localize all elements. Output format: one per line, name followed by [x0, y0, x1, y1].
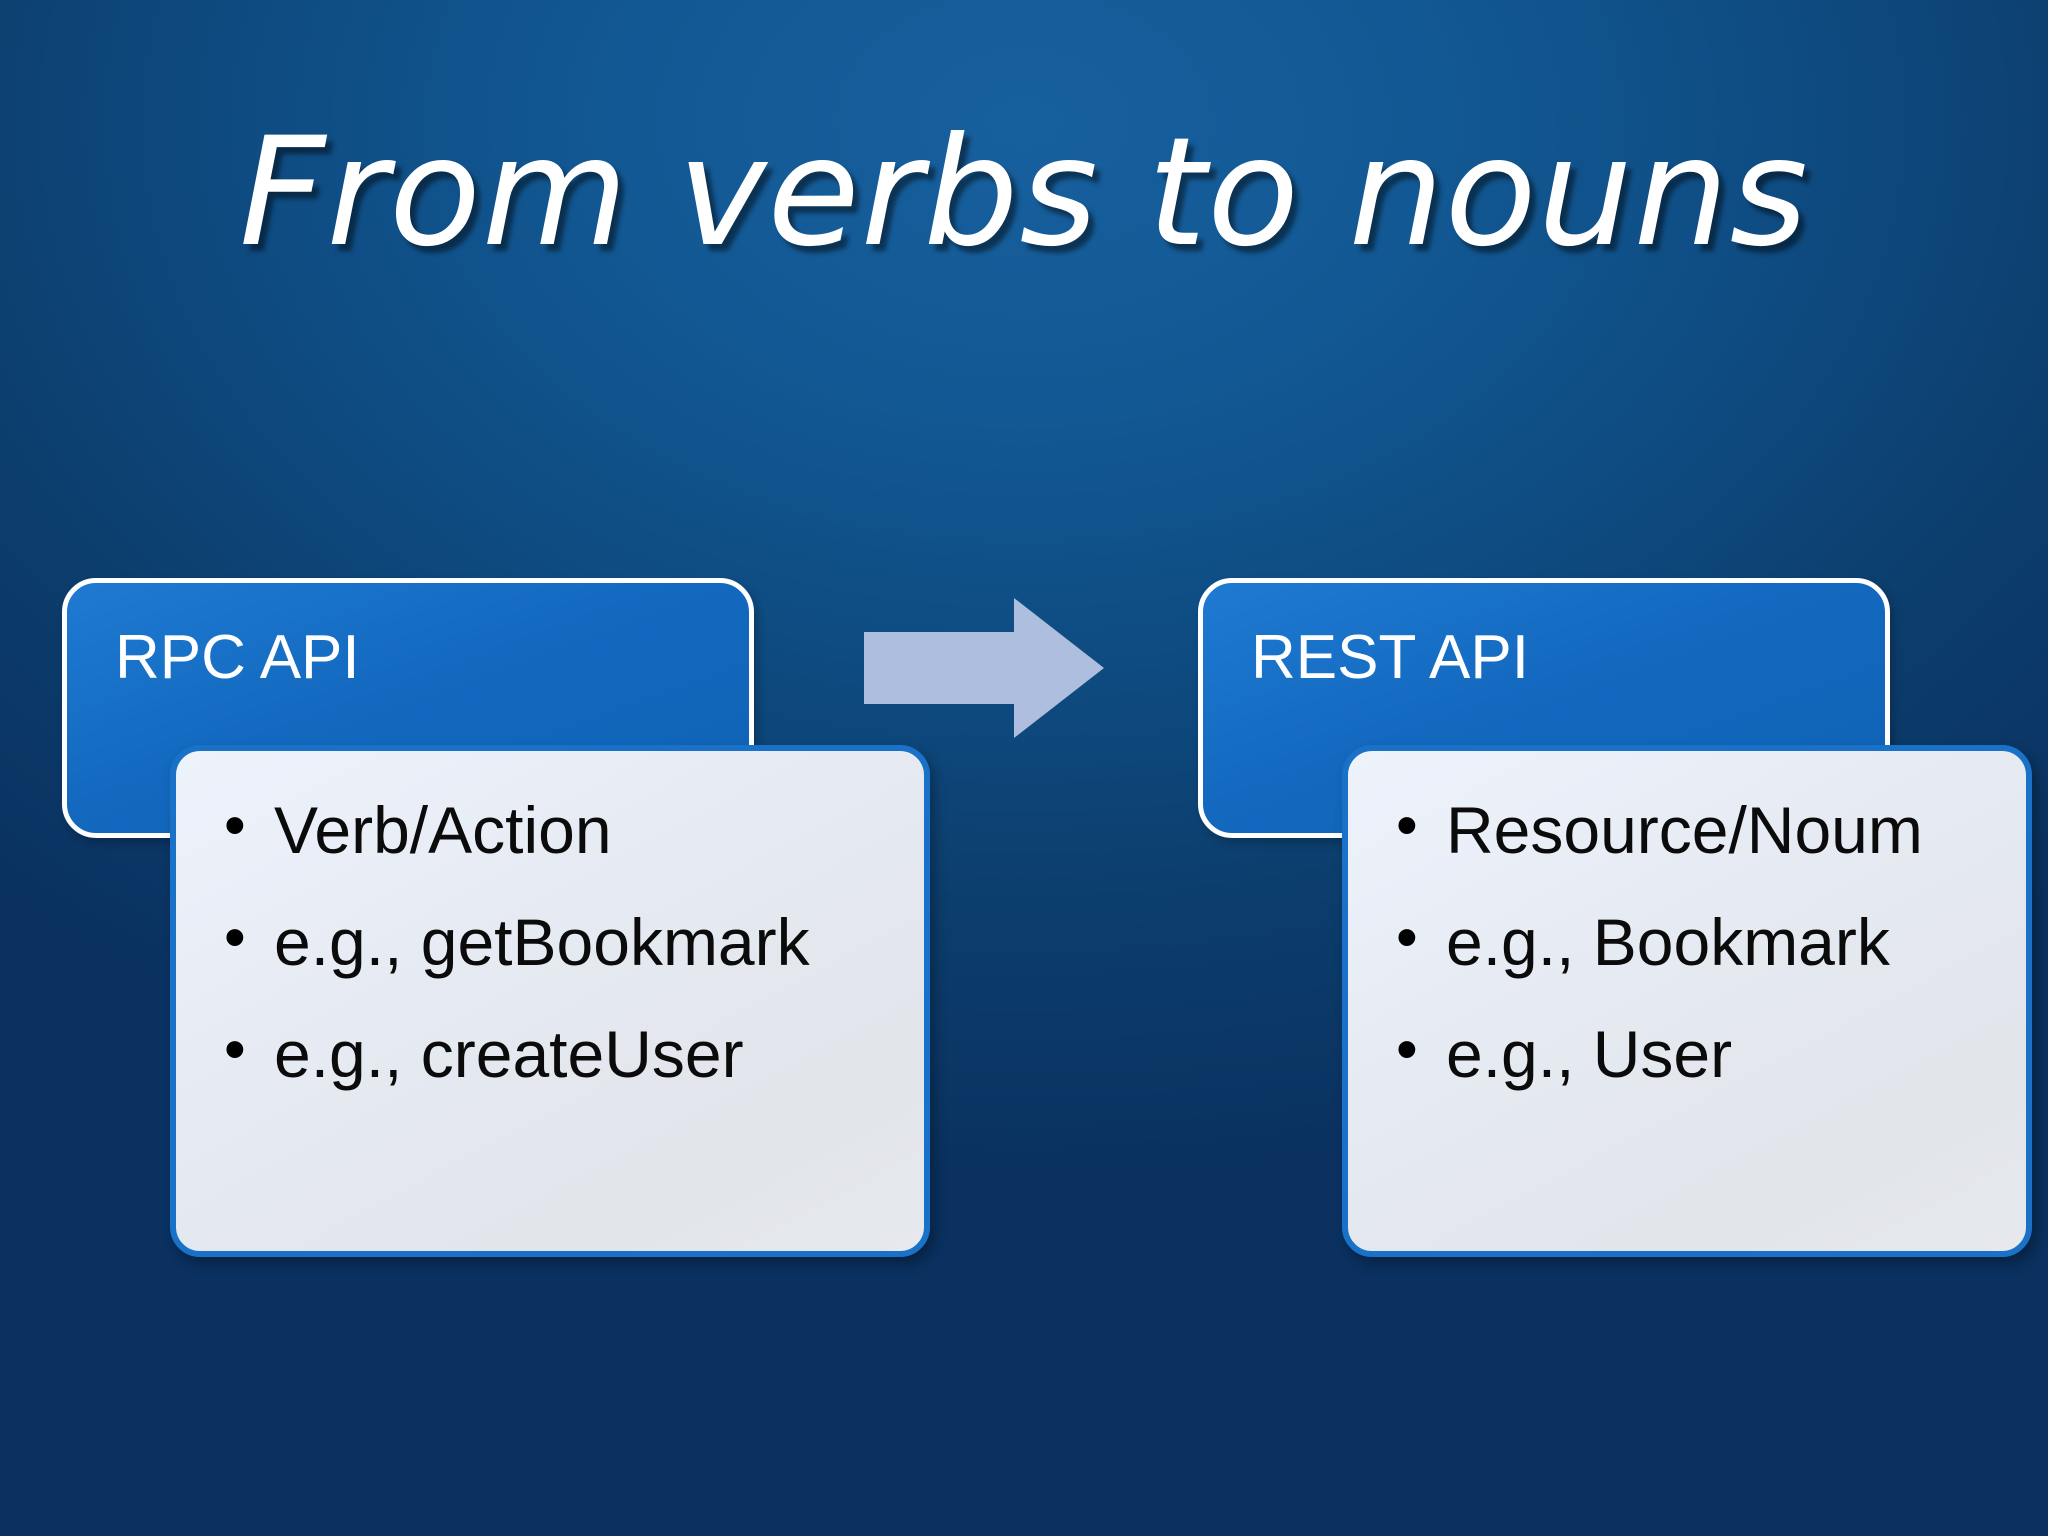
rest-api-header-label: REST API [1251, 623, 1529, 692]
page-title: From verbs to nouns [239, 106, 1809, 280]
right-arrow-icon [864, 598, 1104, 738]
list-item: Resource/Noum [1396, 795, 1996, 863]
rest-api-content-panel: Resource/Noum e.g., Bookmark e.g., User [1342, 745, 2032, 1257]
list-item: e.g., createUser [224, 1019, 894, 1087]
rpc-api-content-panel: Verb/Action e.g., getBookmark e.g., crea… [170, 745, 930, 1257]
list-item: Verb/Action [224, 795, 894, 863]
list-item: e.g., Bookmark [1396, 907, 1996, 975]
rest-api-bullet-list: Resource/Noum e.g., Bookmark e.g., User [1396, 795, 1996, 1087]
rpc-api-bullet-list: Verb/Action e.g., getBookmark e.g., crea… [224, 795, 894, 1087]
list-item: e.g., getBookmark [224, 907, 894, 975]
list-item: e.g., User [1396, 1019, 1996, 1087]
rpc-api-header-label: RPC API [115, 623, 360, 692]
